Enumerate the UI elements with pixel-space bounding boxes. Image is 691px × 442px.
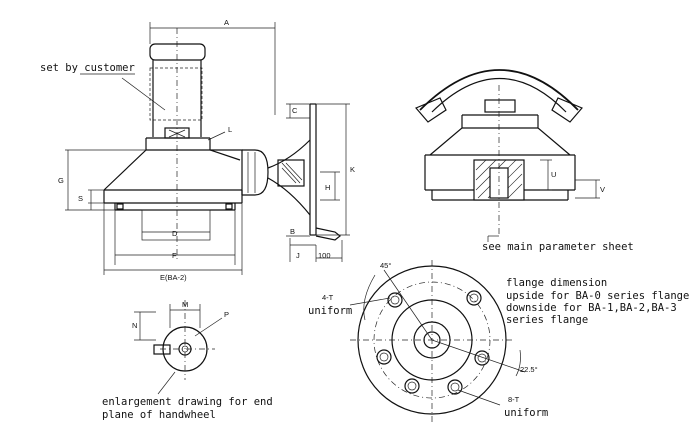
dim-S: S [78,194,83,203]
actuator-section-view [415,69,600,242]
dim-M: M [182,300,188,309]
note-flange-2: upside for BA-0 series flange [506,290,689,302]
dim-U: U [551,170,556,179]
holes-left-uniform: uniform [308,305,352,317]
note-enlargement-2: plane of handwheel [102,409,216,421]
dim-G: G [58,176,64,185]
dim-B: B [290,227,295,236]
dim-A: A [224,18,229,27]
holes-right-uniform: uniform [504,407,548,419]
angle-22-5: 22.5° [520,365,538,374]
top-cap [149,43,206,61]
actuator-side-view [65,22,350,275]
note-flange-4: series flange [506,314,588,326]
handwheel-end-view [134,300,223,395]
dim-C: C [292,106,298,115]
dim-L: L [228,125,232,134]
dim-N: N [132,321,137,330]
dim-H: H [325,183,330,192]
note-see-main-sheet: see main parameter sheet [482,241,634,253]
holes-right-count: 8-T [508,395,520,404]
note-set-by-customer: set by customer [40,62,135,74]
annotations: set by customer see main parameter sheet… [40,18,689,421]
note-flange-3: downside for BA-1,BA-2,BA-3 [506,302,677,314]
angle-45: 45° [380,261,391,270]
dim-P: P [224,310,229,319]
dim-E: E(BA-2) [160,273,187,282]
note-enlargement-1: enlargement drawing for end [102,396,273,408]
dim-F: F [172,251,177,260]
dim-V: V [600,185,605,194]
dim-J: J [296,251,300,260]
dim-K: K [350,165,355,174]
flange-view [349,260,526,422]
dim-D: D [172,229,178,238]
holes-left-count: 4-T [322,293,334,302]
note-flange-1: flange dimension [506,277,607,289]
dim-100: 100 [318,251,331,260]
